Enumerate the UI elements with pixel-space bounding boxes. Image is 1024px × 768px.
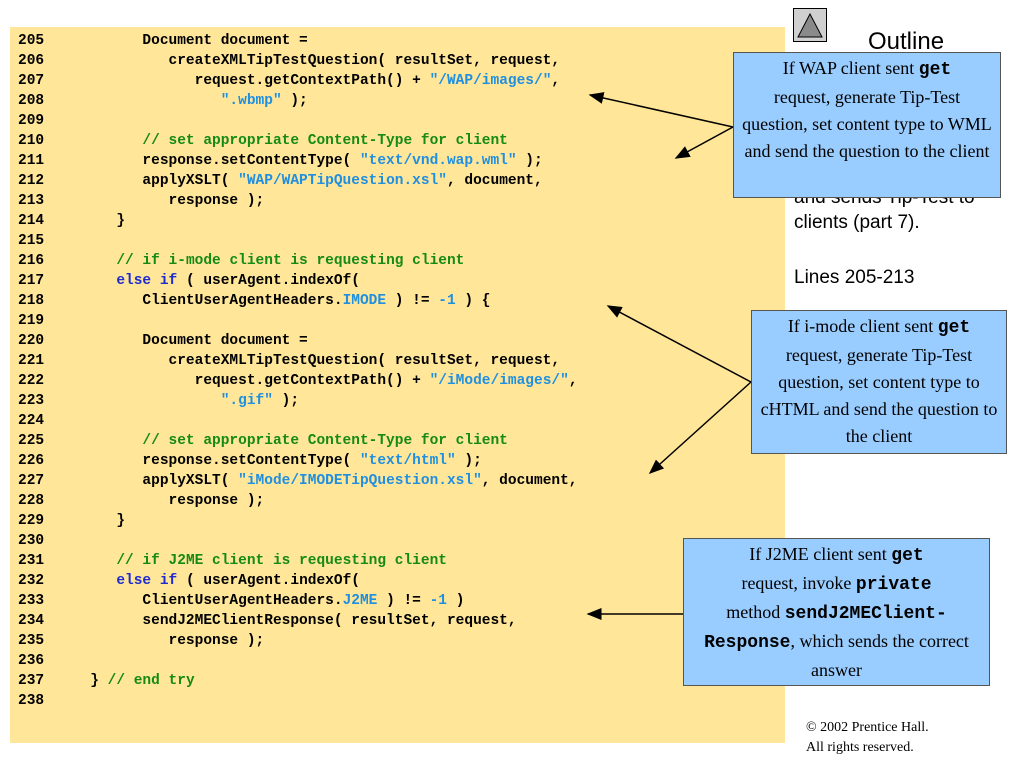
code-text: ".gif" );: [220, 393, 300, 409]
triangle-up-icon: [797, 12, 823, 38]
code-listing: 205 Document document = 206 createXMLTip…: [10, 27, 785, 743]
line-number: 231: [18, 553, 45, 569]
constant: -1: [438, 293, 456, 309]
code-text: }: [38, 513, 126, 529]
line-number: 235: [18, 633, 45, 649]
code-text: // set appropriate Content-Type for clie…: [38, 431, 508, 451]
code-text: }: [38, 213, 126, 229]
constant: IMODE: [342, 293, 387, 309]
line-number: 207: [18, 73, 45, 89]
code-text: response );: [38, 193, 265, 209]
line-number: 221: [18, 353, 45, 369]
line-number: 227: [18, 473, 45, 489]
code-text: // if i-mode client is requesting client: [38, 251, 464, 271]
line-number: 210: [18, 133, 45, 149]
copyright-symbol: ©: [806, 720, 817, 735]
code-text: else if ( userAgent.indexOf(: [116, 573, 360, 589]
code-text: response.setContentType( "text/vnd.wap.w…: [38, 153, 543, 169]
code-text: response );: [38, 633, 265, 649]
line-number: 226: [18, 453, 45, 469]
callout-imode: If i-mode client sent get request, gener…: [751, 310, 1007, 454]
code-comment: // set appropriate Content-Type for clie…: [142, 433, 508, 449]
callout-j2me: If J2ME client sent get request, invoke …: [683, 538, 990, 686]
constant: -1: [429, 593, 447, 609]
code-text: createXMLTipTestQuestion( resultSet, req…: [38, 353, 561, 369]
code-text: ".wbmp" );: [220, 93, 308, 109]
line-number: 205: [18, 33, 45, 49]
string-literal: "/iMode/images/": [429, 373, 569, 389]
code-text: ClientUserAgentHeaders.J2ME ) != -1 ): [38, 593, 465, 609]
line-number: 236: [18, 653, 45, 669]
string-literal: "WAP/WAPTipQuestion.xsl": [238, 173, 447, 189]
outline-text-part: clients (part 7).: [794, 212, 920, 233]
line-number: 230: [18, 533, 45, 549]
line-number: 233: [18, 593, 45, 609]
code-text: request.getContextPath() + "/iMode/image…: [38, 373, 578, 389]
code-text: Document document =: [38, 33, 308, 49]
line-number: 234: [18, 613, 45, 629]
code-text: sendJ2MEClientResponse( resultSet, reque…: [38, 613, 517, 629]
line-number: 220: [18, 333, 45, 349]
line-number: 214: [18, 213, 45, 229]
outline-up-button[interactable]: [793, 8, 827, 42]
code-text: response.setContentType( "text/html" );: [38, 453, 482, 469]
code-text: ClientUserAgentHeaders.IMODE ) != -1 ) {: [38, 293, 491, 309]
code-keyword: else if: [116, 273, 178, 289]
constant: J2ME: [342, 593, 378, 609]
code-comment: // set appropriate Content-Type for clie…: [142, 133, 508, 149]
code-comment: // if i-mode client is requesting client: [116, 253, 465, 269]
line-number: 228: [18, 493, 45, 509]
string-literal: "text/vnd.wap.wml": [359, 153, 517, 169]
line-number: 224: [18, 413, 45, 429]
code-text: else if ( userAgent.indexOf(: [116, 273, 360, 289]
code-text: response );: [38, 493, 265, 509]
string-literal: "iMode/IMODETipQuestion.xsl": [238, 473, 482, 489]
line-number: 225: [18, 433, 45, 449]
code-text: applyXSLT( "iMode/IMODETipQuestion.xsl",…: [38, 473, 578, 489]
copyright-notice: © 2002 Prentice Hall. All rights reserve…: [806, 720, 929, 755]
line-number: 206: [18, 53, 45, 69]
line-number: 222: [18, 373, 45, 389]
arrow-wap-1: [588, 92, 734, 128]
code-text: request.getContextPath() + "/WAP/images/…: [38, 73, 561, 89]
line-number: 212: [18, 173, 45, 189]
outline-title: Outline: [868, 28, 945, 55]
line-number: 216: [18, 253, 45, 269]
line-number: 219: [18, 313, 45, 329]
line-number: 217: [18, 273, 45, 289]
code-comment: // if J2ME client is requesting client: [116, 553, 447, 569]
code-comment: // end try: [107, 673, 195, 689]
code-text: } // end try: [38, 673, 195, 689]
code-text: createXMLTipTestQuestion( resultSet, req…: [38, 53, 561, 69]
string-literal: ".wbmp": [220, 93, 282, 109]
line-number: 223: [18, 393, 45, 409]
code-text: Document document =: [38, 333, 308, 349]
code-keyword: else if: [116, 573, 178, 589]
line-number: 208: [18, 93, 45, 109]
arrow-imode-1: [606, 305, 752, 383]
arrow-imode-2: [648, 381, 752, 475]
string-literal: "/WAP/images/": [429, 73, 552, 89]
code-text: // set appropriate Content-Type for clie…: [38, 131, 508, 151]
code-text: applyXSLT( "WAP/WAPTipQuestion.xsl", doc…: [38, 173, 543, 189]
callout-wap: If WAP client sent get request, generate…: [733, 52, 1001, 198]
line-number: 213: [18, 193, 45, 209]
line-number: 209: [18, 113, 45, 129]
line-number: 218: [18, 293, 45, 309]
outline-text-lines: Lines 205-213: [794, 267, 915, 288]
line-number: 237: [18, 673, 45, 689]
arrow-wap-2: [674, 126, 734, 159]
line-number: 211: [18, 153, 45, 169]
string-literal: ".gif": [220, 393, 273, 409]
code-text: // if J2ME client is requesting client: [38, 551, 447, 571]
line-number: 215: [18, 233, 45, 249]
line-number: 229: [18, 513, 45, 529]
line-number: 238: [18, 693, 45, 709]
line-number: 232: [18, 573, 45, 589]
string-literal: "text/html": [359, 453, 456, 469]
